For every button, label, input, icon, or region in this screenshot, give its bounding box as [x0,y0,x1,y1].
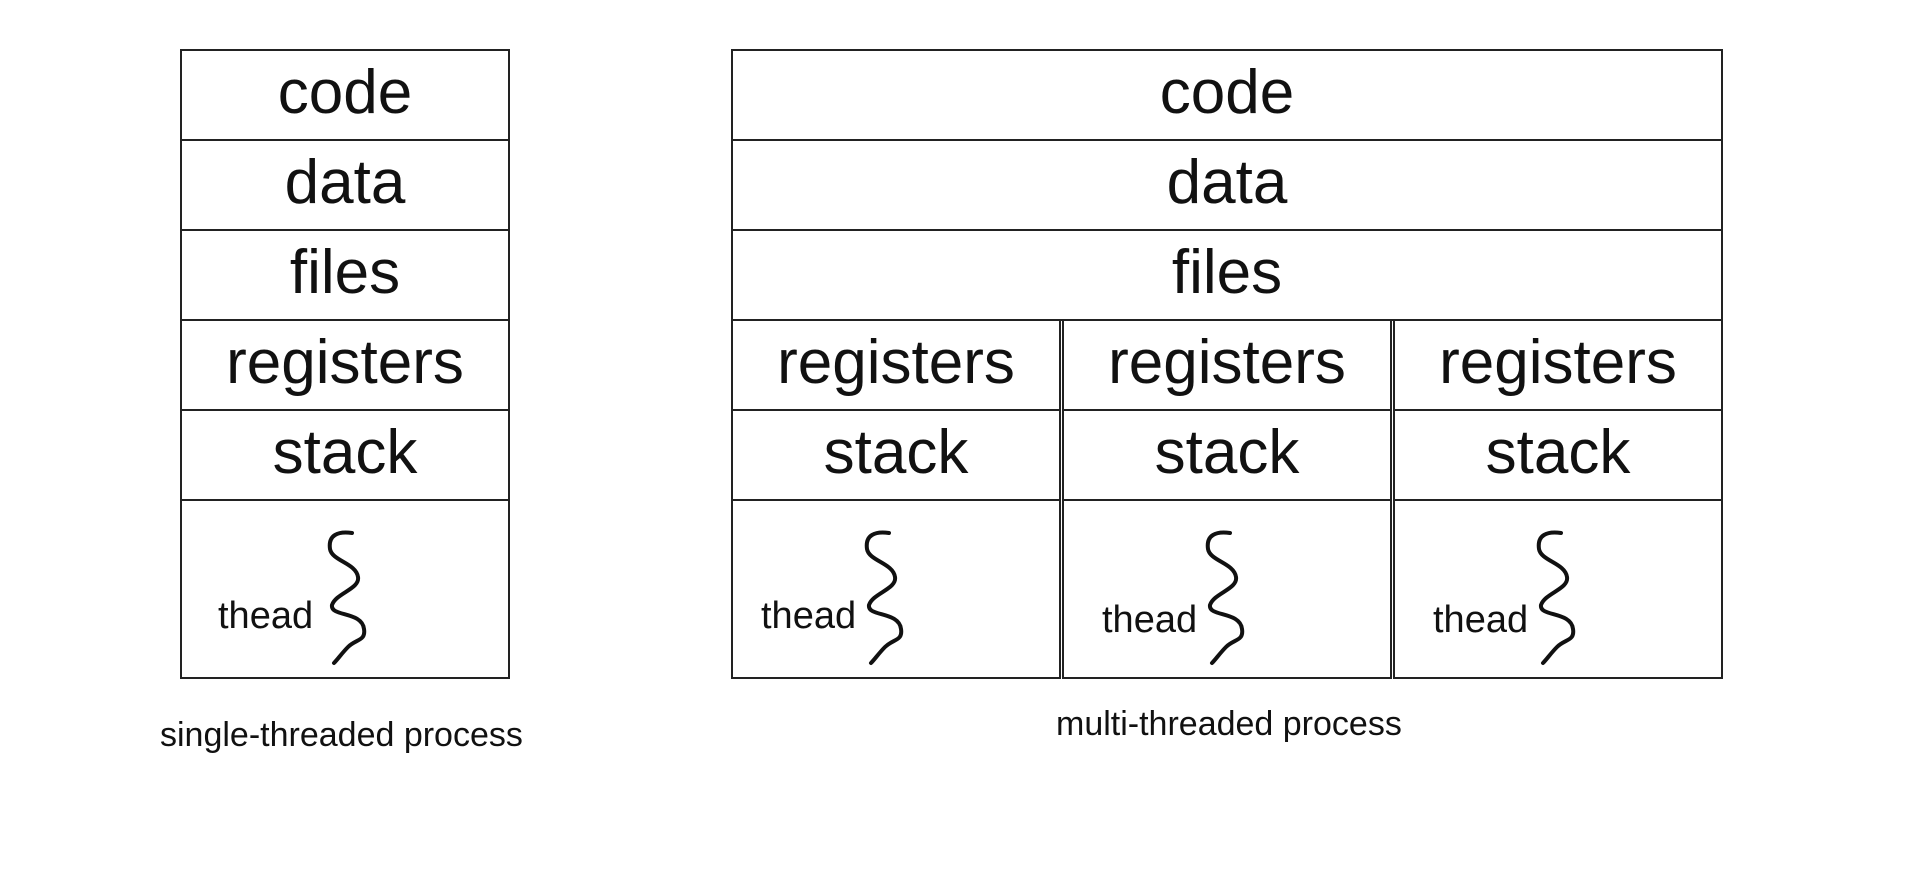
thread-3-thread-segment: thead [1393,499,1723,679]
thread-3-label: thead [1433,599,1529,641]
multi-code-label: code [1159,58,1295,127]
thread-3-stack-segment: stack [1393,409,1723,501]
thread-3-registers-label: registers [1439,328,1677,397]
thread-1-label: thead [761,595,857,637]
single-stack-segment: stack [180,409,510,501]
thread-1-registers-segment: registers [731,319,1061,411]
multi-files-segment: files [731,229,1723,321]
thread-3-stack-label: stack [1485,418,1631,487]
thread-2-registers-label: registers [1108,328,1346,397]
single-code-label: code [277,58,413,127]
thread-2-stack-label: stack [1154,418,1300,487]
thread-2-label: thead [1102,599,1198,641]
thread-2-thread-segment: thead [1062,499,1392,679]
single-thread-label: thead [218,595,314,637]
single-registers-label: registers [226,328,464,397]
thread-1-registers-label: registers [777,328,1015,397]
squiggle-thread-icon [1536,530,1576,665]
thread-1-stack-label: stack [823,418,969,487]
thread-2-stack-segment: stack [1062,409,1392,501]
single-code-segment: code [180,49,510,141]
single-thread-segment: thead [180,499,510,679]
squiggle-thread-icon [864,530,904,665]
single-files-label: files [289,238,401,307]
thread-1-thread-segment: thead [731,499,1061,679]
single-stack-label: stack [272,418,418,487]
thread-2-registers-segment: registers [1062,319,1392,411]
single-data-segment: data [180,139,510,231]
multi-threaded-caption: multi-threaded process [1056,705,1402,743]
multi-code-segment: code [731,49,1723,141]
multi-data-label: data [1166,148,1288,217]
squiggle-thread-icon [327,530,367,665]
thread-3-registers-segment: registers [1393,319,1723,411]
multi-data-segment: data [731,139,1723,231]
single-files-segment: files [180,229,510,321]
single-data-label: data [284,148,406,217]
squiggle-thread-icon [1205,530,1245,665]
thread-1-stack-segment: stack [731,409,1061,501]
single-registers-segment: registers [180,319,510,411]
single-threaded-caption: single-threaded process [160,716,523,754]
multi-files-label: files [1171,238,1283,307]
